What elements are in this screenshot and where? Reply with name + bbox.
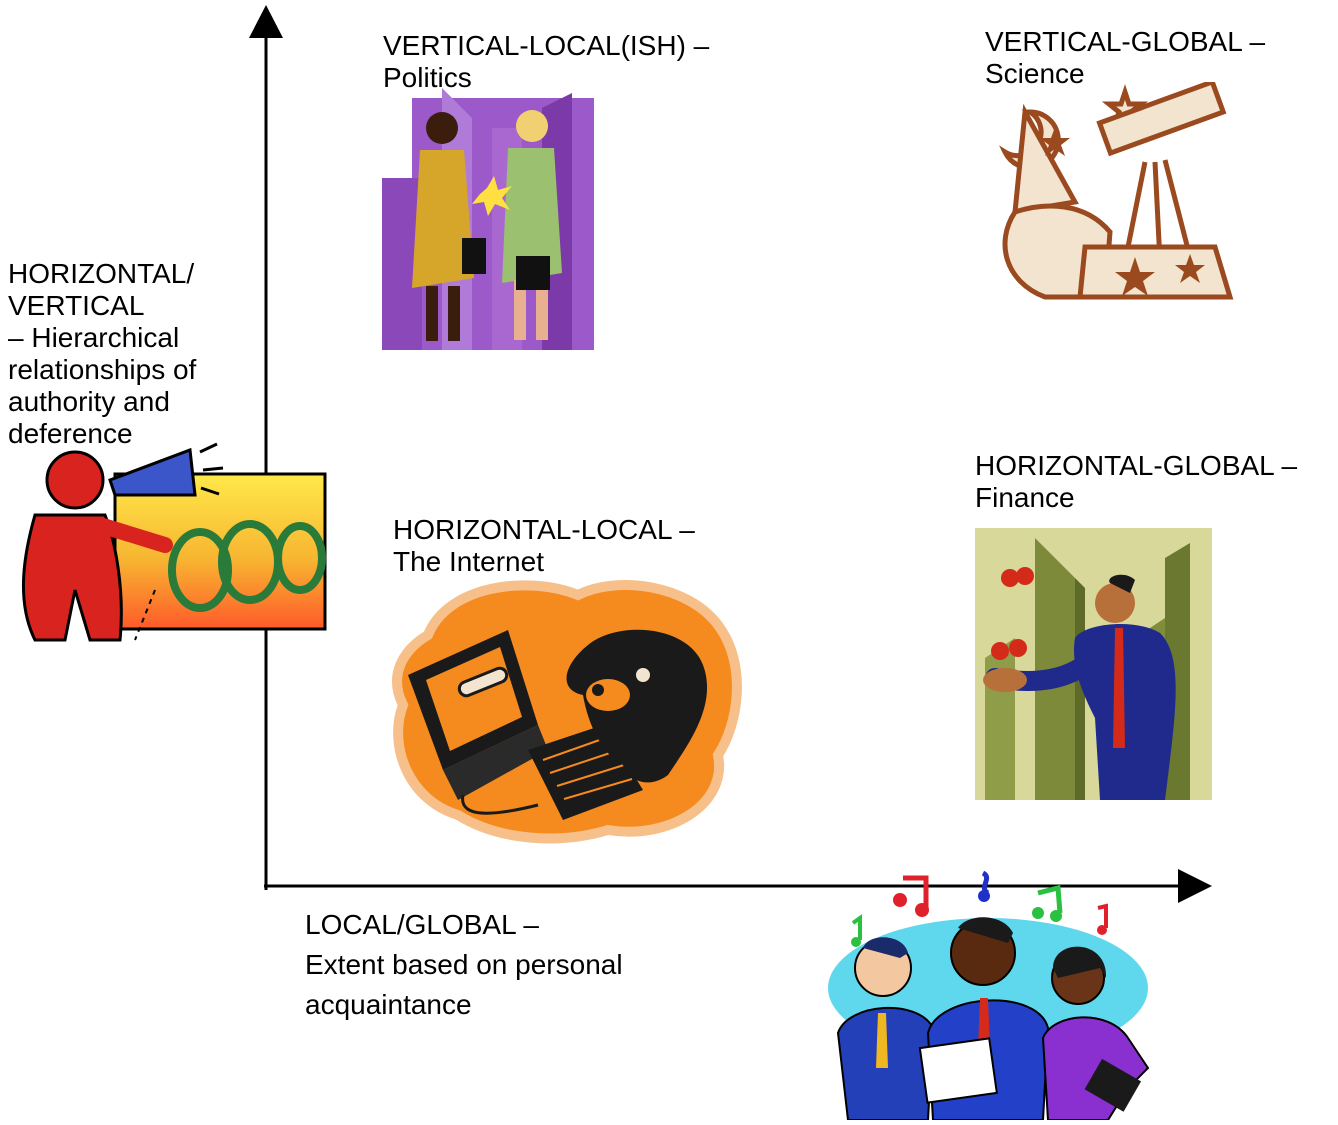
x-axis-arrowhead xyxy=(1178,869,1212,903)
juggler-businessman-icon xyxy=(975,528,1212,800)
label-vertical-global: VERTICAL-GLOBAL – Science xyxy=(985,26,1266,89)
handshake-clipart-icon xyxy=(382,88,594,350)
singing-people-icon xyxy=(828,870,1150,1120)
y-axis-label: HORIZONTAL/ VERTICAL – Hierarchical rela… xyxy=(8,258,197,449)
computer-dog-icon xyxy=(392,580,742,844)
label-horizontal-global: HORIZONTAL-GLOBAL – Finance xyxy=(975,450,1298,513)
x-axis-label: LOCAL/GLOBAL – Extent based on personal … xyxy=(305,909,623,1020)
megaphone-person-icon xyxy=(21,442,327,642)
label-vertical-local: VERTICAL-LOCAL(ISH) – Politics xyxy=(383,30,710,93)
label-horizontal-local: HORIZONTAL-LOCAL – The Internet xyxy=(393,514,695,577)
astronomer-telescope-icon xyxy=(999,82,1234,300)
y-axis-arrowhead xyxy=(249,5,283,38)
